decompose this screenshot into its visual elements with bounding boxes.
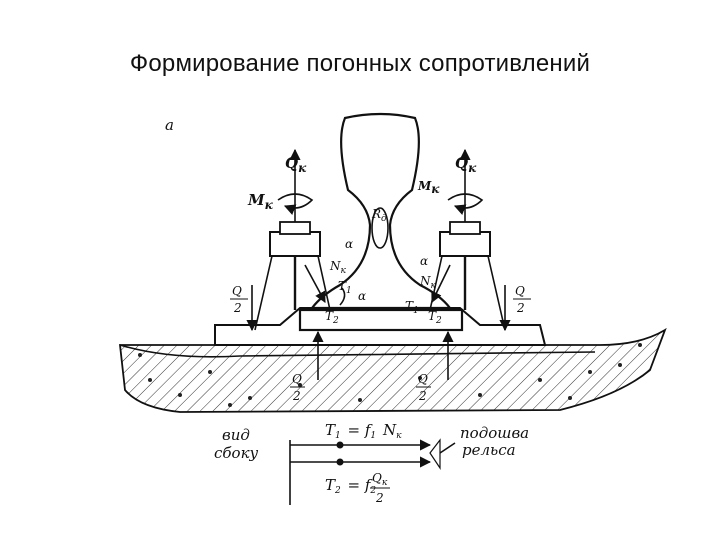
rail-force-label: Rд [371, 207, 387, 224]
side-view-line1: вид [222, 426, 250, 444]
angle-arc [339, 287, 346, 306]
right-normal-label: Nк [419, 274, 437, 291]
left-alpha-bottom: α [358, 289, 366, 303]
left-reaction-den: 2 [292, 389, 301, 403]
right-t1-label: T1 [405, 299, 419, 316]
left-t1-label: T1 [338, 279, 352, 296]
left-moment-icon [277, 193, 314, 215]
right-moment-icon [447, 193, 484, 215]
side-view-line2: сбоку [214, 444, 259, 462]
right-alpha: α [420, 254, 428, 268]
left-t2-label: T2 [325, 309, 339, 326]
right-moment-label: Mк [417, 179, 440, 196]
side-view-schematic [289, 438, 456, 505]
formula-2-num: Qк [372, 471, 388, 488]
right-qk-label: Qк [455, 154, 477, 175]
rail-base-line1: подошва [460, 424, 529, 442]
rail-base-line2: рельса [462, 441, 516, 459]
right-reaction-num: Q [418, 372, 428, 386]
right-half-load-num: Q [515, 284, 525, 298]
formula-1: T1 = f1 Nк [325, 421, 402, 442]
right-t2-label: T2 [428, 309, 442, 326]
formula-2-den: 2 [375, 491, 384, 505]
left-normal-arrow [304, 264, 326, 303]
slide-title: Формирование погонных сопротивлений [129, 50, 591, 77]
tie-plate [214, 307, 547, 346]
left-qk-label: Qк [285, 154, 307, 175]
right-normal-arrow [431, 264, 451, 304]
right-half-load-den: 2 [516, 301, 525, 315]
ballast-ground [118, 327, 667, 413]
right-reaction-den: 2 [418, 389, 427, 403]
left-alpha-top: α [345, 237, 353, 251]
corner-label: а [165, 116, 174, 134]
left-moment-label: Mк [247, 191, 274, 212]
left-half-load-den: 2 [233, 301, 242, 315]
left-normal-label: Nк [329, 259, 347, 276]
left-half-load-num: Q [232, 284, 242, 298]
formula-2: T2 = f2 [325, 476, 376, 497]
left-reaction-num: Q [292, 372, 302, 386]
